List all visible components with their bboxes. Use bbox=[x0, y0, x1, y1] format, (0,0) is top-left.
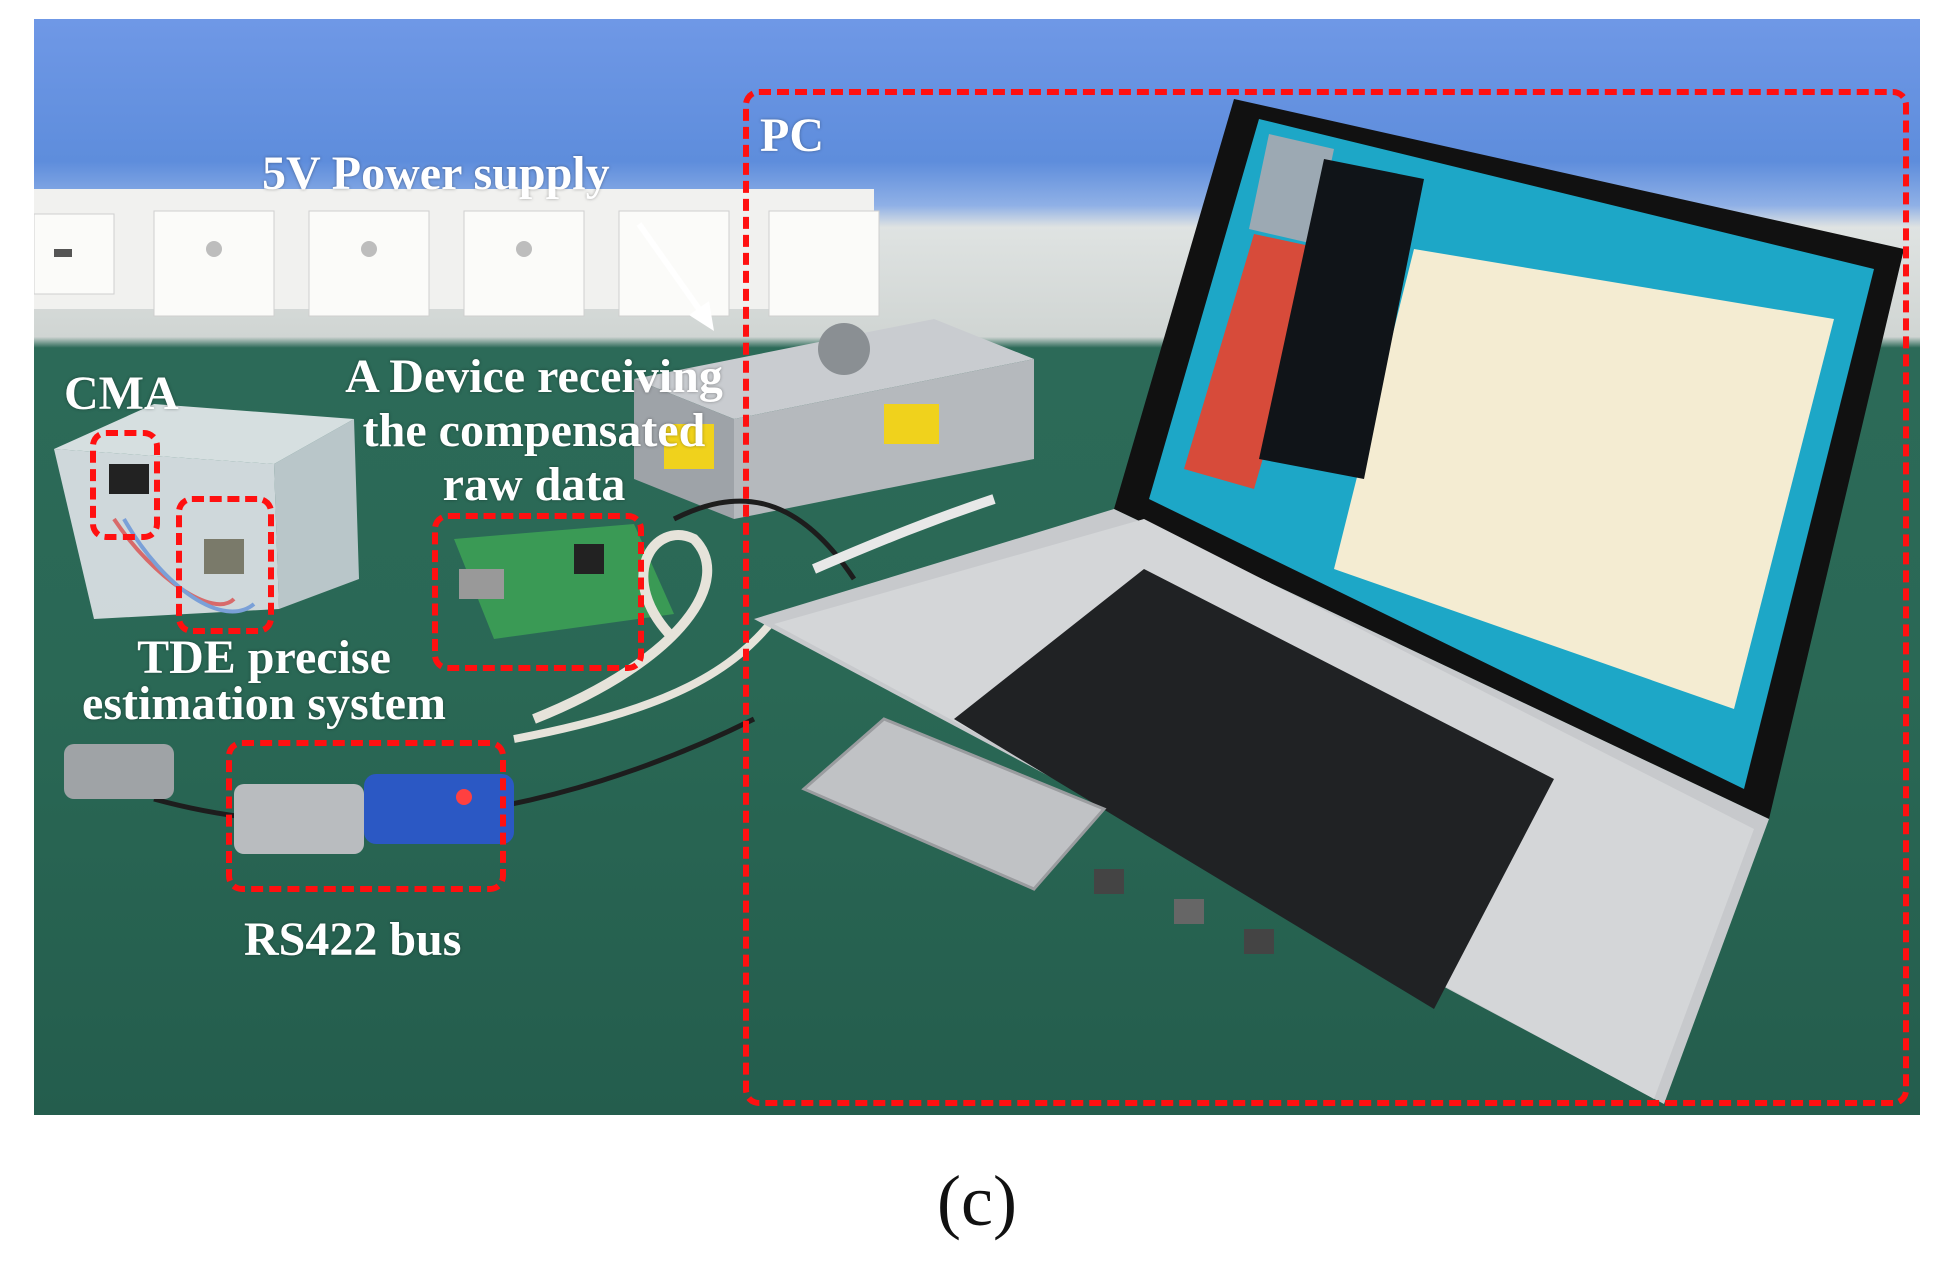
tde-label-line-2: estimation system bbox=[82, 677, 446, 730]
cma-label: CMA bbox=[64, 367, 179, 420]
receiver-label-line-3: raw data bbox=[442, 458, 626, 511]
tde-label-line-1: TDE precise bbox=[137, 631, 391, 684]
setup-photo: PC 5V Power supply CMA A Device receivin… bbox=[34, 19, 1920, 1115]
power-supply-label: 5V Power supply bbox=[262, 147, 610, 200]
rs422-bus-label: RS422 bus bbox=[244, 913, 462, 966]
pc-highlight-box bbox=[743, 89, 1909, 1106]
scene-illustration bbox=[34, 99, 1904, 1104]
tde-system-highlight-box bbox=[176, 496, 274, 634]
rs422-adapter bbox=[64, 744, 514, 854]
receiver-device-label: A Device receiving the compensated raw d… bbox=[294, 353, 774, 509]
wall-sockets bbox=[34, 210, 880, 317]
laptop bbox=[754, 99, 1904, 1104]
arrow-to-power-supply bbox=[636, 222, 714, 331]
tde-system-label: TDE precise estimation system bbox=[34, 634, 494, 728]
pc-label: PC bbox=[760, 109, 824, 162]
receiver-device-highlight-box bbox=[432, 513, 644, 671]
receiver-label-line-1: A Device receiving bbox=[345, 350, 723, 403]
power-supply-unit bbox=[634, 319, 1034, 519]
figure-caption: (c) bbox=[937, 1161, 1017, 1241]
receiver-board bbox=[454, 524, 674, 639]
cma-cube bbox=[54, 404, 359, 619]
cma-highlight-box bbox=[90, 430, 160, 540]
receiver-label-line-2: the compensated bbox=[362, 404, 706, 457]
rs422-bus-highlight-box bbox=[226, 740, 506, 892]
